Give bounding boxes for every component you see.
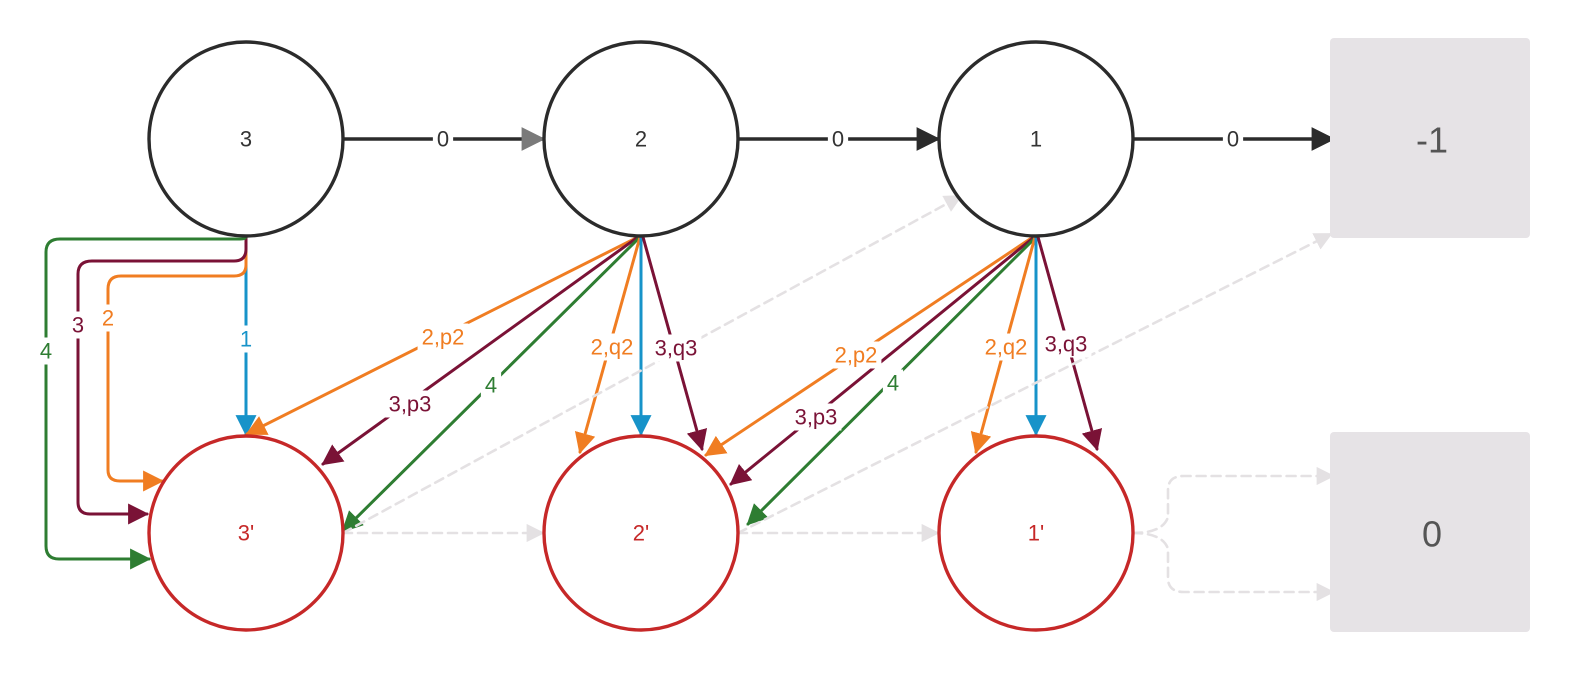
svg-text:0: 0 [437,127,449,152]
edge-e-3p-1 [341,194,963,535]
edge-label-e-3-3p-maroon: 3 [67,311,89,339]
edge-label-e-3-3p-green: 4 [35,337,57,365]
node-n3: 3 [147,40,345,238]
edge-e-2p-m1 [736,232,1333,535]
svg-text:4: 4 [485,373,497,398]
node-n1: 1 [937,40,1135,238]
edge-label-e-2-2p-maroon: 3,q3 [650,334,702,362]
node-p2: 2' [542,434,740,632]
edge-label-e-3-3p-orange: 2 [97,304,119,332]
edge-e-3-3p-maroon [76,234,248,525]
svg-text:3: 3 [72,313,84,338]
svg-text:2,q2: 2,q2 [985,335,1028,360]
edge-e-3-3p-green [44,234,248,570]
svg-text:0: 0 [832,127,844,152]
node-label: 2 [635,127,647,152]
edge-label-e-1-2p-green: 4 [882,369,904,397]
svg-text:2,q2: 2,q2 [591,335,634,360]
edge-e-1p-0-a [1131,466,1335,535]
edge-e-2-3p-maroon [321,235,640,466]
edge-label-e-2-2p-orange: 2,q2 [586,333,638,361]
node-p3: 3' [147,434,345,632]
svg-text:0: 0 [1227,127,1239,152]
svg-text:3,p3: 3,p3 [389,392,432,417]
svg-text:4: 4 [887,371,899,396]
edge-label-e-2-1: 0 [827,125,849,153]
box-label: 0 [1422,514,1442,555]
node-label: 2' [633,521,649,546]
svg-text:4: 4 [40,339,52,364]
nodes-layer: 3 2 1 3' 2' 1' -1 0 [147,38,1530,632]
edge-label-e-2-3p-green: 4 [480,371,502,399]
node-label: 3' [238,521,254,546]
edge-e-1-2p-maroon [729,236,1035,486]
edge-label-e-1-m1: 0 [1222,125,1244,153]
edge-label-e-1-1p-orange: 2,q2 [980,333,1032,361]
box-bm1: -1 [1330,38,1530,238]
edge-label-e-1-1p-maroon: 3,q3 [1040,330,1092,358]
svg-text:1: 1 [240,327,252,352]
edge-label-e-2-3p-maroon: 3,p3 [384,390,436,418]
svg-text:2: 2 [102,306,114,331]
node-n2: 2 [542,40,740,238]
svg-text:3,q3: 3,q3 [1045,332,1088,357]
node-label: 1 [1030,127,1042,152]
edge-label-e-3-3p-blue: 1 [235,325,257,353]
box-b0: 0 [1330,432,1530,632]
box-label: -1 [1416,120,1448,161]
node-p1: 1' [937,434,1135,632]
node-label: 3 [240,127,252,152]
svg-text:2,p2: 2,p2 [835,343,878,368]
edge-label-e-2-3p-orange: 2,p2 [417,323,469,351]
node-label: 1' [1028,521,1044,546]
edge-label-e-1-2p-maroon: 3,p3 [790,403,842,431]
edge-label-e-3-2: 0 [432,125,454,153]
svg-text:3,q3: 3,q3 [655,336,698,361]
edge-label-e-1-2p-orange: 2,p2 [830,341,882,369]
edge-e-3-3p-orange [106,234,248,492]
svg-text:3,p3: 3,p3 [795,405,838,430]
svg-text:2,p2: 2,p2 [422,325,465,350]
edge-e-1p-0-b [1131,531,1335,602]
